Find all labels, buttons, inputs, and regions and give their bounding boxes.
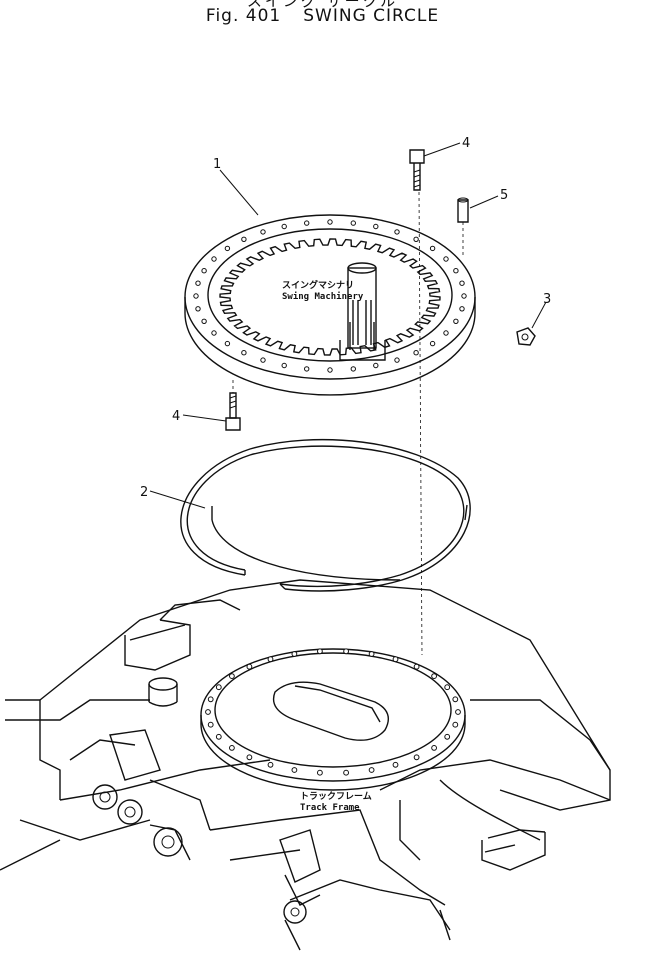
figure-number: Fig. 401 — [205, 6, 282, 26]
frame-bolt-hole — [413, 663, 420, 670]
ring-bolt-hole — [211, 330, 217, 336]
ring-bolt-hole — [211, 256, 217, 262]
frame-bolt-hole — [431, 673, 438, 679]
frame-bolt-hole — [452, 696, 459, 703]
track-frame-label-jp: トラックフレーム — [300, 791, 372, 802]
ring-bolt-hole — [241, 350, 247, 356]
title-english: Fig. 401 SWING CIRCLE — [0, 6, 645, 26]
frame-bolt-hole — [267, 656, 274, 663]
frame-bolt-hole — [452, 721, 459, 728]
ring-bolt-hole — [304, 220, 310, 226]
callout-5: 5 — [500, 188, 508, 203]
swing-machinery-label-jp: スイングマシナリ — [282, 279, 354, 291]
ring-bolt-holes — [193, 219, 467, 373]
ring-bolt-hole — [224, 245, 231, 252]
frame-bolt-hole — [455, 709, 461, 715]
swing-machinery-label-en: Swing Machinery — [282, 291, 364, 302]
frame-bolt-hole — [207, 696, 214, 703]
ring-bolt-hole — [327, 219, 333, 225]
ring-bolt-hole — [281, 223, 287, 230]
track-frame-label-en: Track Frame — [300, 803, 360, 813]
frame-bolt-hole — [368, 767, 375, 773]
leader-4-top — [423, 142, 461, 157]
ring-bolt-hole — [195, 280, 201, 286]
ring-bolt-hole — [241, 236, 247, 243]
ring-bolt-hole — [459, 306, 465, 312]
frame-bolt-hole — [413, 754, 420, 761]
ring-bolt-hole — [260, 357, 266, 363]
bolt-top-drawing — [409, 149, 425, 191]
ring-bolt-hole — [443, 256, 449, 262]
ring-bolt-hole — [201, 268, 207, 274]
ring-bolt-hole — [224, 340, 231, 347]
alignment-line-main — [418, 191, 423, 656]
frame-bolt-hole — [317, 648, 323, 655]
ring-bolt-hole — [459, 280, 465, 286]
leader-5 — [469, 195, 499, 209]
ring-bolt-hole — [327, 367, 333, 373]
pin-drawing — [457, 197, 469, 223]
leader-2 — [149, 490, 206, 509]
ring-bolt-hole — [350, 220, 356, 226]
frame-bolt-hole — [444, 733, 451, 740]
ring-bolt-hole — [413, 350, 419, 356]
ring-bolt-hole — [373, 223, 379, 230]
frame-bolt-hole — [215, 733, 222, 740]
ring-bolt-hole — [443, 330, 449, 336]
ring-bolt-hole — [429, 245, 436, 252]
grease-fitting-drawing — [516, 327, 536, 346]
frame-bolt-hole — [431, 745, 438, 751]
ring-bolt-hole — [429, 340, 436, 347]
ring-bolt-hole — [201, 318, 207, 324]
ring-bolt-hole — [373, 362, 379, 369]
callout-2: 2 — [140, 485, 148, 500]
callout-3: 3 — [543, 292, 551, 307]
ring-bolt-hole — [453, 268, 459, 274]
ring-bolt-hole — [193, 293, 199, 299]
seal-ring-drawing — [180, 438, 471, 592]
frame-bolt-hole — [207, 721, 214, 728]
ring-bolt-hole — [260, 229, 266, 235]
ring-bolt-hole — [281, 362, 287, 369]
frame-bolt-hole — [215, 684, 222, 691]
ring-bolt-hole — [195, 306, 201, 312]
swing-circle-drawing — [184, 214, 476, 396]
frame-bolt-hole — [343, 769, 350, 776]
frame-bolt-hole — [392, 656, 399, 663]
leader-4-bottom — [182, 414, 227, 422]
frame-bolt-holes — [205, 648, 461, 776]
frame-bolt-hole — [343, 648, 350, 655]
callout-4-bottom: 4 — [172, 409, 180, 424]
frame-bolt-hole — [291, 651, 298, 657]
frame-bolt-hole — [229, 673, 235, 679]
ring-bolt-hole — [394, 229, 400, 235]
frame-bolt-hole — [246, 754, 253, 761]
frame-bolt-hole — [392, 761, 399, 768]
ring-bolt-hole — [461, 293, 467, 299]
track-frame-drawing — [0, 579, 611, 951]
frame-bolt-hole — [267, 761, 274, 768]
bolt-bottom-drawing — [225, 392, 241, 431]
leader-1 — [219, 169, 259, 216]
ring-bolt-hole — [394, 357, 400, 363]
figure-title: SWING CIRCLE — [303, 6, 440, 26]
callout-1: 1 — [213, 157, 221, 172]
frame-bolt-hole — [229, 745, 235, 751]
frame-bolt-hole — [368, 651, 375, 657]
callout-4-top: 4 — [462, 136, 470, 151]
ring-bolt-hole — [453, 318, 459, 324]
ring-bolt-hole — [304, 366, 310, 372]
frame-bolt-hole — [444, 684, 451, 691]
ring-bolt-hole — [350, 366, 356, 372]
leader-3 — [531, 301, 547, 329]
frame-bolt-hole — [205, 709, 211, 715]
frame-bolt-hole — [246, 663, 253, 670]
ring-bolt-hole — [413, 236, 419, 243]
frame-bolt-hole — [291, 767, 298, 773]
frame-bolt-hole — [317, 769, 323, 776]
title-japanese: スイング サークル — [246, 0, 399, 10]
